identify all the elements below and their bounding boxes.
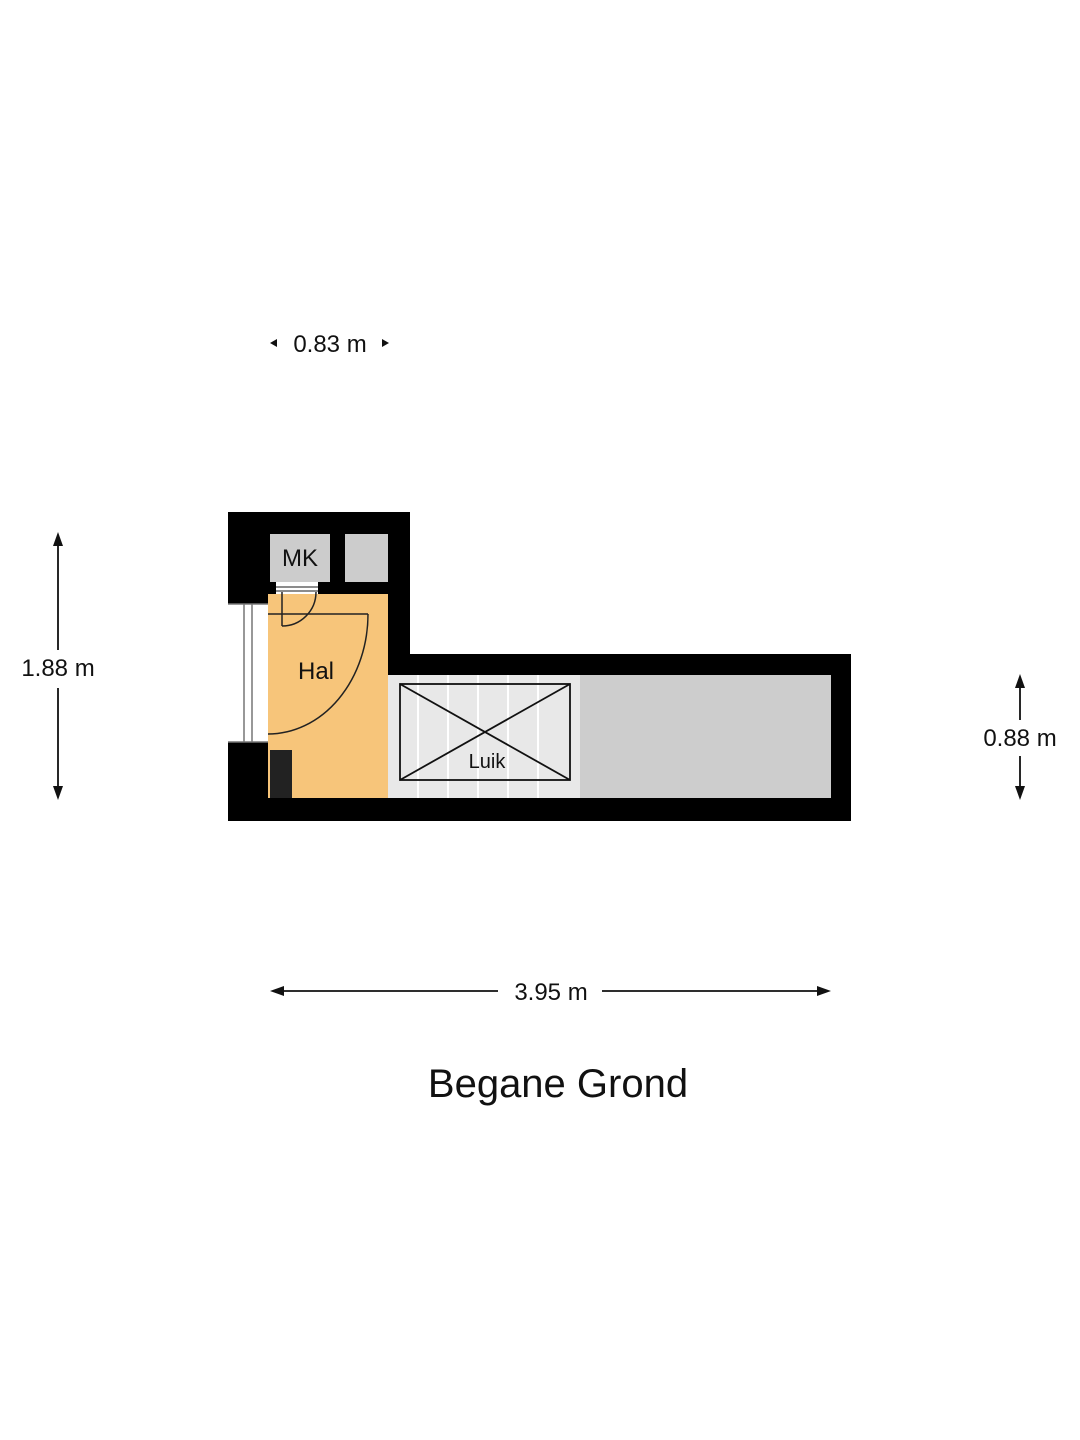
left-opening-gap	[228, 604, 268, 742]
dimension-left: 1.88 m	[21, 532, 95, 800]
room-label-luik: Luik	[469, 751, 507, 773]
dimension-left-label: 1.88 m	[21, 655, 94, 682]
room-label-mk: MK	[282, 545, 318, 572]
hal-door-swing	[267, 613, 369, 735]
stairs	[399, 675, 571, 798]
floor-title: Begane Grond	[428, 1062, 688, 1106]
left-opening	[228, 603, 268, 743]
dimension-bottom: 3.95 m	[270, 979, 831, 1006]
dimension-right-label: 0.88 m	[983, 725, 1056, 752]
hal-fixture	[270, 750, 292, 798]
shaft-floor	[345, 534, 388, 582]
storage-floor	[580, 675, 831, 798]
luik-box	[399, 683, 571, 781]
dimension-top: 0.83 m	[270, 331, 389, 358]
dimension-top-label: 0.83 m	[293, 331, 366, 358]
dimension-bottom-label: 3.95 m	[514, 979, 587, 1006]
mk-door	[276, 582, 318, 627]
mk-floor	[270, 534, 330, 582]
room-label-hal: Hal	[298, 658, 334, 685]
dimension-right: 0.88 m	[983, 674, 1057, 800]
